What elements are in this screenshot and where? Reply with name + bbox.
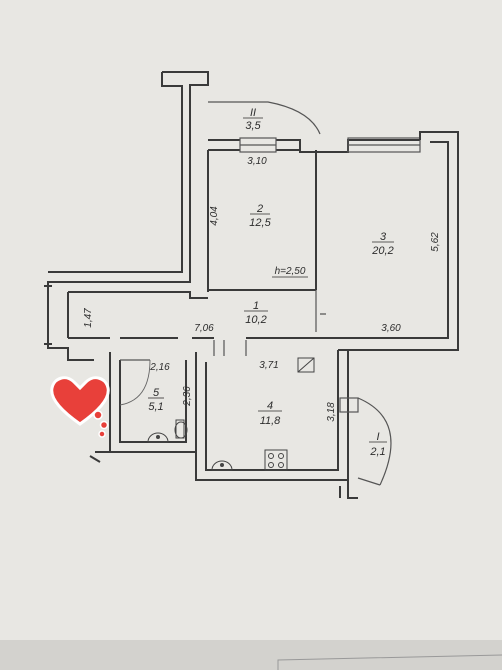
- stove-burner: [268, 462, 274, 468]
- dimension-labels: 3,10 4,04 5,62 3,60 h=2,50 7,06 1,47 2,1…: [83, 156, 441, 422]
- room3-door: [315, 290, 326, 332]
- balcony-i-outline: [357, 397, 392, 486]
- sink-bath: [147, 432, 169, 443]
- kitchen-sink-drain: [220, 463, 224, 467]
- room-area-label: 5,1: [148, 401, 163, 413]
- wall-right-inner: [318, 141, 449, 339]
- room-number-label: 2: [256, 203, 263, 215]
- balcony-i-base: [357, 477, 381, 486]
- kitchen-sink: [211, 460, 233, 471]
- dim-bath-depth: 2,36: [182, 386, 193, 407]
- kitchen-door: [213, 340, 247, 356]
- dim-room2-width: 3,10: [247, 156, 267, 167]
- paper-crease: [277, 654, 502, 670]
- bath-door-arc: [119, 359, 151, 406]
- room-area-label: 11,8: [260, 415, 281, 427]
- room-number-label: 4: [267, 400, 273, 412]
- dim-bath-width: 2,16: [149, 362, 170, 373]
- room-number-label: II: [250, 107, 256, 119]
- wall-stubs: [44, 285, 341, 498]
- room-area-label: 20,2: [371, 245, 393, 257]
- dim-ceiling-height: h=2,50: [275, 266, 306, 277]
- dim-kitchen-depth: 3,18: [326, 402, 337, 422]
- wall-hall-top: [68, 291, 208, 299]
- dot-icon: [98, 430, 106, 438]
- wall-outer-left-inner: [48, 72, 183, 273]
- fixtures: [147, 357, 315, 471]
- room-number-label: I: [376, 431, 379, 443]
- dim-hall-length: 7,06: [194, 323, 214, 334]
- heart-sticker: [50, 376, 110, 438]
- stove-burner: [268, 453, 274, 459]
- room-labels: II 3,5 2 12,5 3 20,2 1 10,2 5 5,1 4 11,8…: [148, 107, 394, 458]
- dim-room2-depth: 4,04: [209, 206, 220, 226]
- wall-outer-left: [47, 71, 209, 361]
- wall-right: [338, 131, 459, 351]
- dim-room3-depth: 5,62: [430, 232, 441, 252]
- dot-icon: [93, 410, 103, 420]
- room-area-label: 10,2: [245, 314, 266, 326]
- stove-burner: [278, 453, 284, 459]
- balcony-door: [339, 397, 359, 413]
- dim-kitchen-width: 3,71: [259, 360, 278, 371]
- room-number-label: 5: [153, 387, 160, 399]
- room-area-label: 2,1: [369, 446, 385, 458]
- room-number-label: 1: [253, 300, 259, 312]
- room-number-label: 3: [380, 231, 387, 243]
- paper-shadow: [0, 640, 502, 670]
- dim-room3-width: 3,60: [381, 323, 401, 334]
- toilet-bowl: [174, 421, 188, 439]
- stove-burner: [278, 462, 284, 468]
- room-area-label: 12,5: [249, 217, 271, 229]
- walls: [44, 71, 459, 499]
- vent-shaft-diag: [297, 357, 315, 373]
- stove: [264, 449, 288, 471]
- room-area-label: 3,5: [245, 120, 261, 132]
- vent-shaft: [297, 357, 315, 373]
- dim-entry-width: 1,47: [83, 308, 94, 328]
- wall-top: [208, 139, 420, 153]
- dot-icon: [99, 420, 109, 430]
- balcony-ii-outline: [208, 101, 321, 135]
- sink-drain: [156, 435, 160, 439]
